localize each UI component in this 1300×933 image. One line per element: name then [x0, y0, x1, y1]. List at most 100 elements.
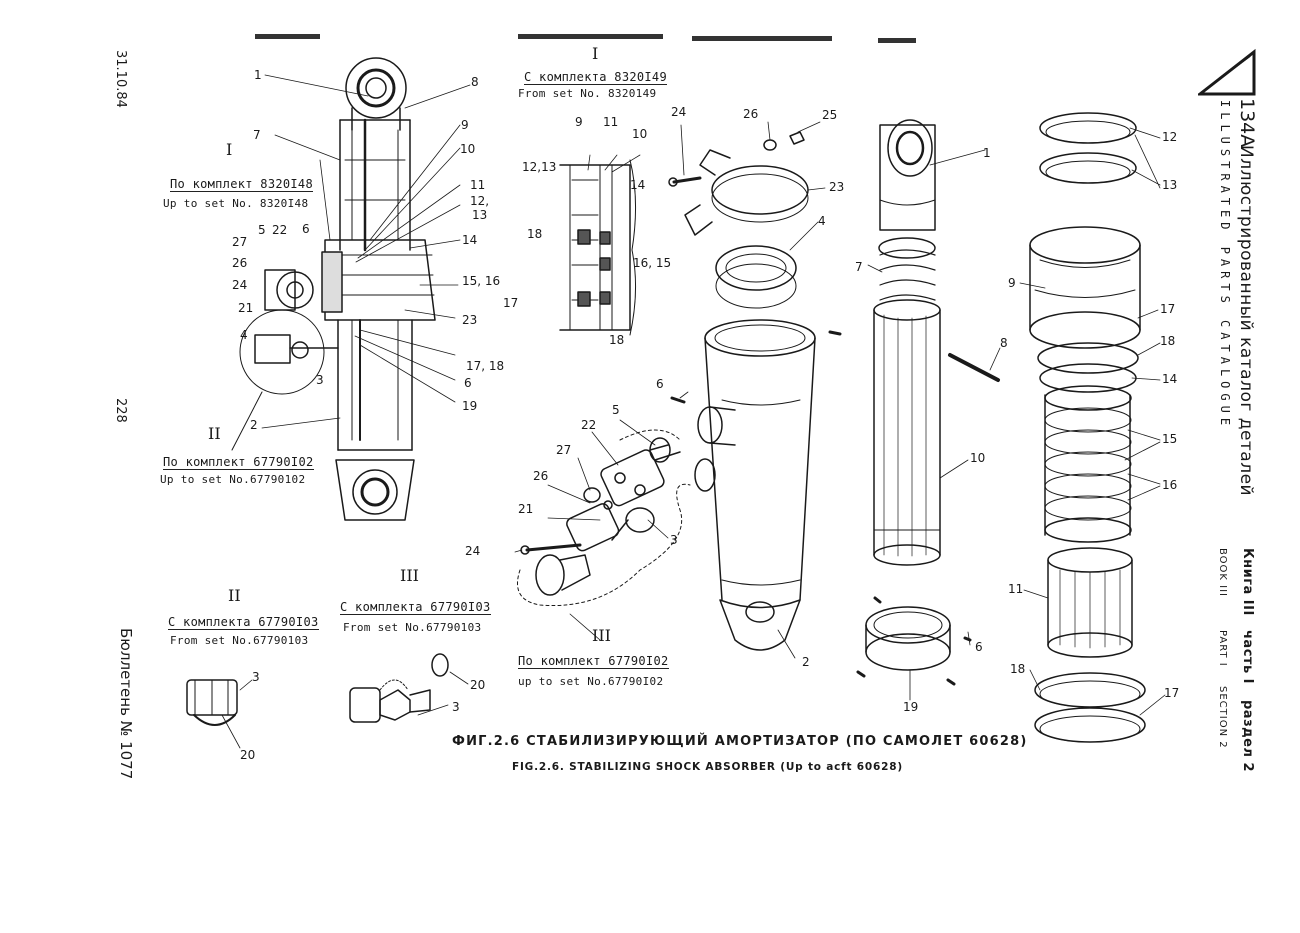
item-number: 21: [238, 301, 254, 315]
item-number: 6: [464, 376, 472, 390]
item-number: 10: [632, 127, 648, 141]
view-II-left-roman: II: [208, 424, 221, 443]
item-number: 23: [462, 313, 478, 327]
detail-view-II: [186, 679, 253, 749]
item-number: 13: [472, 208, 488, 222]
assembly-section-view: [231, 57, 471, 521]
item-number: 6: [975, 640, 983, 654]
detail-view-III: [349, 653, 469, 723]
item-number: 3: [670, 533, 678, 547]
item-number: 2: [250, 418, 258, 432]
item-number: 17: [503, 296, 519, 310]
part-ru: часть I: [1240, 630, 1255, 685]
item-number: 1: [254, 68, 262, 82]
view-III-center-roman: III: [592, 626, 611, 645]
view-III-bottom-en: From set No.67790103: [343, 621, 482, 634]
view-II-bottom-en: From set No.67790103: [170, 634, 309, 647]
item-number: 11: [470, 178, 486, 192]
item-number: 19: [462, 399, 478, 413]
item-number: 20: [240, 748, 256, 762]
view-I-left-ru: По комплект 8320I48: [170, 177, 313, 192]
item-number: 26: [743, 107, 759, 121]
item-number: 18: [609, 333, 625, 347]
item-number: 7: [855, 260, 863, 274]
item-number: 6: [302, 222, 310, 236]
aircraft-model: 134А: [1236, 98, 1258, 148]
view-III-center-en: up to set No.67790I02: [518, 675, 664, 688]
book-ru: Книга III: [1240, 548, 1255, 616]
view-II-left-ru: По комплект 67790I02: [163, 455, 314, 470]
item-number: 6: [656, 377, 664, 391]
item-number: 16, 15: [633, 256, 672, 270]
view-III-bottom-roman: III: [400, 566, 419, 585]
part-en: PART I: [1217, 630, 1228, 667]
item-number: 18: [527, 227, 543, 241]
item-number: 8: [1000, 336, 1008, 350]
figure-caption-ru: ФИГ.2.6 СТАБИЛИЗИРУЮЩИЙ АМОРТИЗАТОР (ПО …: [452, 734, 1028, 749]
view-III-bottom-ru: С комплекта 67790I03: [340, 600, 491, 615]
item-number: 24: [232, 278, 248, 292]
item-number: 3: [452, 700, 460, 714]
item-number: 18: [1160, 334, 1176, 348]
item-number: 19: [903, 700, 919, 714]
view-I-left-en: Up to set No. 8320I48: [163, 197, 309, 210]
item-number: 26: [533, 469, 549, 483]
margin-date: 31.10.84: [113, 50, 128, 108]
item-number: 14: [462, 233, 478, 247]
assembly-seal-rings-exploded: [1019, 112, 1166, 743]
assembly-housing-exploded: [514, 121, 972, 686]
item-number: 15, 16: [462, 274, 501, 288]
item-number: 5: [258, 223, 266, 237]
item-number: 4: [818, 214, 826, 228]
view-II-bottom-ru: С комплекта 67790I03: [168, 615, 319, 630]
item-number: 9: [575, 115, 583, 129]
item-number: 17, 18: [466, 359, 505, 373]
item-number: 24: [671, 105, 687, 119]
view-I-top-roman: I: [592, 44, 599, 63]
item-number: 3: [316, 373, 324, 387]
item-number: 21: [518, 502, 534, 516]
view-II-left-en: Up to set No.67790102: [160, 473, 306, 486]
view-I-top-ru: С комплекта 8320I49: [524, 70, 667, 85]
triangle-logo-icon: [1195, 48, 1256, 96]
item-number: 11: [603, 115, 619, 129]
item-number: 3: [252, 670, 260, 684]
catalog-title-en: ILLUSTRATED PARTS CATALOGUE: [1218, 100, 1232, 431]
margin-page-number: 228: [113, 398, 128, 423]
item-number: 20: [470, 678, 486, 692]
item-number: 5: [612, 403, 620, 417]
item-number: 12: [1162, 130, 1178, 144]
item-number: 14: [630, 178, 646, 192]
item-number: 22: [272, 223, 288, 237]
item-number: 17: [1160, 302, 1176, 316]
view-III-center-ru: По комплект 67790I02: [518, 654, 669, 669]
item-number: 8: [471, 75, 479, 89]
item-number: 4: [240, 328, 248, 342]
item-number: 12,13: [522, 160, 557, 174]
catalog-title-ru: Иллюстрированный каталог деталей: [1236, 145, 1256, 497]
margin-bulletin: Бюллетень № 1077: [117, 628, 135, 780]
view-I-left-roman: I: [226, 140, 233, 159]
yak-logo: [1195, 48, 1256, 96]
item-number: 25: [822, 108, 838, 122]
item-number: 12,: [470, 194, 490, 208]
item-number: 24: [465, 544, 481, 558]
detail-view-I: [559, 154, 641, 336]
item-number: 7: [253, 128, 261, 142]
item-number: 15: [1162, 432, 1178, 446]
view-I-top-en: From set No. 8320149: [518, 87, 657, 100]
item-number: 9: [461, 118, 469, 132]
item-number: 23: [829, 180, 845, 194]
item-number: 9: [1008, 276, 1016, 290]
section-en: SECTION 2: [1217, 686, 1228, 749]
section-ru: раздел 2: [1240, 700, 1255, 773]
assembly-cylinder-exploded: [865, 119, 1001, 701]
item-number: 27: [232, 235, 248, 249]
item-number: 10: [460, 142, 476, 156]
figure-caption-en: FIG.2.6. STABILIZING SHOCK ABSORBER (Up …: [512, 761, 903, 773]
item-number: 26: [232, 256, 248, 270]
item-number: 16: [1162, 478, 1178, 492]
book-en: BOOK III: [1217, 548, 1228, 598]
